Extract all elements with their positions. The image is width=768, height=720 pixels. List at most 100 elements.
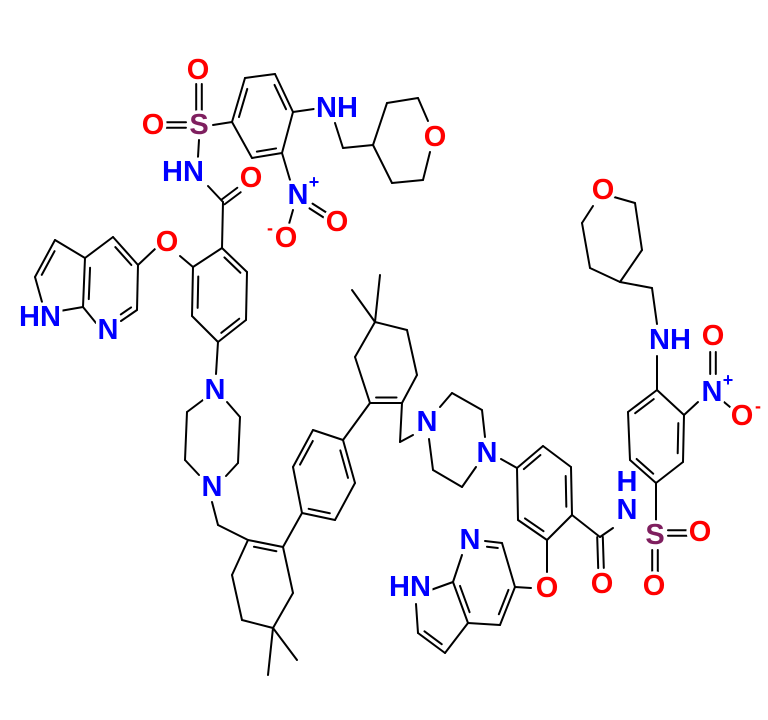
single-bond <box>231 121 253 159</box>
atom-piperazine-n1-right: N <box>417 406 438 438</box>
ring-bond <box>251 152 283 159</box>
single-bond <box>136 264 139 311</box>
charge-plus-left: + <box>309 172 320 192</box>
single-bond <box>84 236 114 259</box>
double-bond <box>223 191 242 206</box>
single-bond <box>288 209 294 225</box>
single-bond <box>231 539 249 576</box>
ring-bond <box>452 581 469 624</box>
single-bond <box>619 281 653 289</box>
single-bond <box>516 467 519 521</box>
single-bond <box>444 622 469 654</box>
single-bond <box>215 341 219 375</box>
atom-sulfur-left: S <box>189 109 208 141</box>
single-bond <box>54 239 86 259</box>
single-bond <box>217 524 249 541</box>
single-bond <box>581 205 594 224</box>
atom-ether-oxygen-right: O <box>536 572 559 604</box>
atom-carbonyl-oxygen-right: O <box>591 568 614 600</box>
ring-bond <box>517 519 548 541</box>
atom-pyran-oxygen-right: O <box>592 174 615 206</box>
single-bond <box>354 356 371 404</box>
ring-double-bond-inner <box>423 630 443 646</box>
single-bond <box>197 139 200 158</box>
atom-piperazine-n4-left: N <box>202 471 223 503</box>
atom-labels: O S O HN O NH O N + O O - O HN N N N N N… <box>16 51 761 608</box>
single-bond <box>374 274 381 323</box>
single-bond <box>723 401 731 408</box>
single-bond <box>481 409 486 438</box>
single-bond <box>272 627 298 661</box>
single-bond <box>417 97 429 122</box>
single-bond <box>656 389 685 416</box>
ring-bond <box>682 414 685 463</box>
single-bond <box>599 527 614 538</box>
atom-ether-oxygen-left: O <box>156 226 179 258</box>
ring-double-bond-inner <box>299 439 314 466</box>
single-bond <box>399 434 414 443</box>
single-bond <box>59 306 84 312</box>
atom-pyran-oxygen-left: O <box>424 121 447 153</box>
single-bond <box>683 401 699 416</box>
ring-bond <box>301 512 336 521</box>
ring-bond <box>627 389 658 413</box>
ring-double-bond-inner <box>40 250 56 276</box>
bonds-layer <box>34 73 731 676</box>
charge-minus-left: - <box>267 218 273 238</box>
single-bond <box>415 603 419 634</box>
ring-bond <box>82 257 86 308</box>
single-bond <box>292 466 303 514</box>
atom-nitro-nitrogen-left: N <box>288 179 309 211</box>
ring-double-bond-inner <box>255 147 278 153</box>
atom-nitro-oxygen-left-b: O <box>275 222 298 254</box>
single-bond <box>571 514 601 538</box>
atom-sulfonyl-oxygen-left: O <box>142 109 165 141</box>
ring-bond <box>274 73 294 113</box>
ring-bond <box>292 429 314 468</box>
atom-nitro-oxygen-left-a: O <box>326 206 349 238</box>
single-bond <box>432 469 463 488</box>
single-bond <box>613 196 636 204</box>
double-bond <box>308 207 325 219</box>
atom-nitro-oxygen-right-a: O <box>702 320 725 352</box>
atom-pyrrole-nh-right: HN <box>389 571 431 603</box>
ring-double-bond-inner <box>307 507 331 515</box>
single-bond <box>451 392 483 411</box>
atom-pyridine-n-right: N <box>460 524 481 556</box>
double-bond <box>311 202 328 214</box>
single-bond <box>34 276 43 303</box>
single-bond <box>461 466 477 488</box>
single-bond <box>272 592 294 629</box>
ring-bond <box>217 319 247 343</box>
ring-double-bond-inner <box>485 545 499 550</box>
single-bond <box>546 514 573 541</box>
single-bond <box>372 102 388 146</box>
ring-double-bond-inner <box>497 588 510 616</box>
atom-sulfonamide-h-right: H <box>617 466 638 498</box>
ring-double-bond-inner <box>634 398 655 415</box>
single-bond <box>244 73 276 79</box>
single-bond <box>542 445 572 468</box>
atom-sulfonamide-n-right: N <box>617 494 638 526</box>
ring-bond <box>120 309 138 322</box>
ring-bond <box>231 77 246 123</box>
single-bond <box>439 392 453 408</box>
ring-double-bond-inner <box>339 449 350 479</box>
ring-double-bond-inner <box>564 475 568 508</box>
double-bond <box>601 535 605 569</box>
single-bond <box>351 289 376 323</box>
single-bond <box>372 144 393 184</box>
single-bond <box>452 554 463 583</box>
single-bond <box>391 179 424 184</box>
ring-bond <box>247 539 284 548</box>
single-bond <box>191 315 219 343</box>
single-bond <box>514 586 532 589</box>
single-bond <box>226 401 241 418</box>
single-bond <box>501 542 516 588</box>
atom-piperazine-n1-left: N <box>205 374 226 406</box>
atom-sulfonyl-oxygen-right-b: O <box>643 570 666 602</box>
double-bond <box>220 186 239 201</box>
atom-sulfonyl-oxygen-right-a: O <box>689 516 712 548</box>
charge-plus-right: + <box>723 370 734 390</box>
